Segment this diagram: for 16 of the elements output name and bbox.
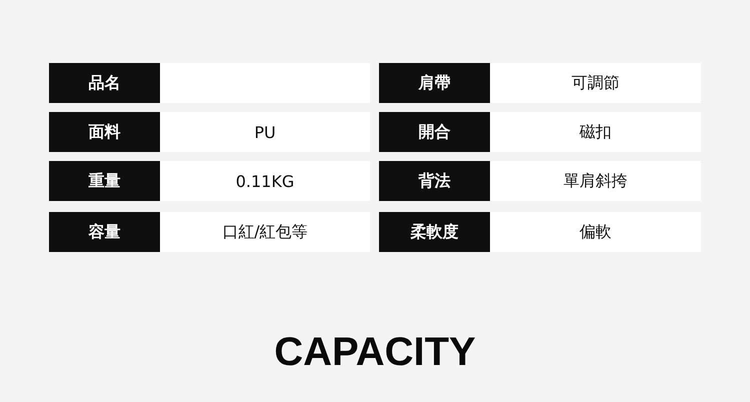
value-cell: 單肩斜挎	[490, 161, 701, 201]
header-cell: 開合	[379, 112, 490, 152]
value-cell: PU	[160, 112, 370, 152]
header-cell: 柔軟度	[379, 212, 490, 252]
value-cell: 可調節	[490, 63, 701, 103]
header-cell: 容量	[49, 212, 160, 252]
header-cell: 肩帶	[379, 63, 490, 103]
header-cell: 面料	[49, 112, 160, 152]
header-cell: 品名	[49, 63, 160, 103]
title-heading: CAPACITY	[273, 330, 477, 375]
value-cell: 磁扣	[490, 112, 701, 152]
value-cell: 偏軟	[490, 212, 701, 252]
header-cell: 背法	[379, 161, 490, 201]
header-cell: 重量	[49, 161, 160, 201]
value-cell: 0.11KG	[160, 161, 370, 201]
value-cell: 口紅/紅包等	[160, 212, 370, 252]
